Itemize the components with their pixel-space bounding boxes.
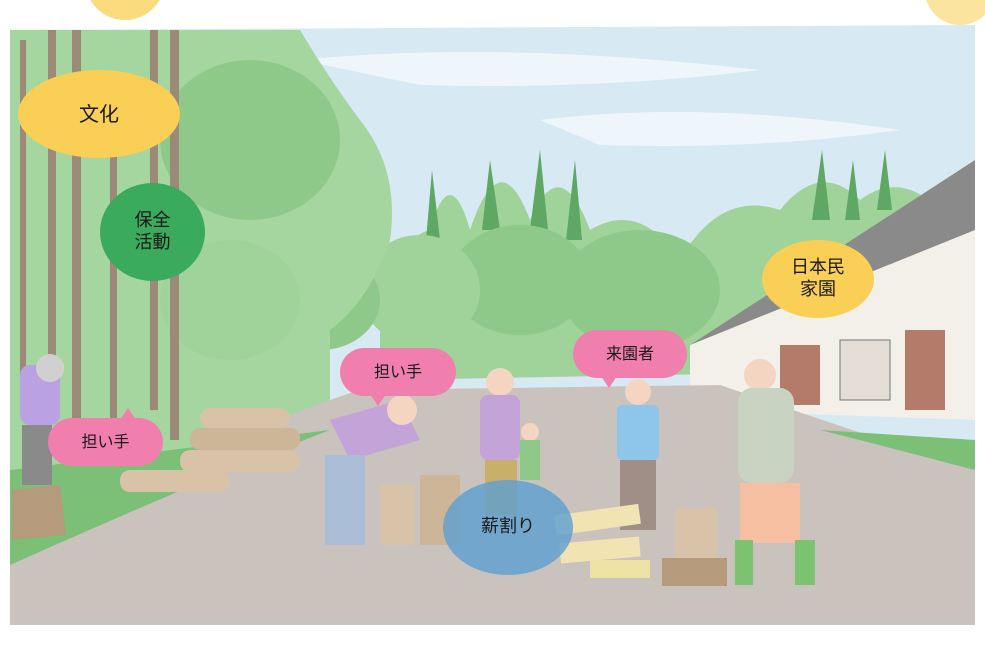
chopping-block: [380, 485, 415, 545]
person-visitor: [625, 379, 651, 405]
label-wood-splitting: 薪割り: [443, 480, 573, 575]
person-bearer: [387, 395, 417, 425]
log: [190, 428, 300, 450]
person-worker: [36, 354, 64, 382]
speech-tail: [120, 408, 136, 420]
cypress-tree: [566, 160, 582, 240]
tree-trunk: [20, 40, 26, 400]
tree-trunk: [48, 30, 56, 420]
split-wood: [559, 536, 641, 564]
person-visitor: [617, 405, 659, 460]
sun: [90, 0, 160, 20]
person-center: [486, 368, 514, 396]
person-right: [744, 359, 776, 391]
tree-canopy: [160, 240, 300, 360]
cloud-streak: [300, 52, 760, 86]
split-wood: [590, 560, 650, 578]
split-wood: [553, 503, 641, 536]
sun: [926, 0, 985, 25]
label-bearer-center: 担い手: [340, 348, 456, 406]
speech-tail: [601, 376, 617, 388]
label-minka-park: 日本民 家園: [762, 240, 874, 318]
label-visitor: 来園者: [573, 330, 687, 388]
log: [120, 470, 230, 492]
cypress-tree: [812, 150, 830, 220]
person-worker: [22, 425, 52, 485]
chopping-block: [675, 508, 717, 563]
cypress-tree: [530, 150, 548, 230]
cloud-streak: [540, 112, 900, 146]
person-right: [795, 540, 815, 585]
tree-canopy: [560, 230, 720, 350]
label-culture: 文化: [18, 70, 180, 158]
tree-stump: [12, 485, 66, 540]
cypress-tree: [482, 160, 500, 230]
tree-trunk: [110, 120, 117, 420]
label-bearer-left-text: 担い手: [81, 432, 130, 451]
label-bearer-center-text: 担い手: [373, 362, 422, 381]
log: [180, 450, 300, 472]
building-window: [839, 339, 891, 401]
person-right: [740, 483, 800, 543]
tree-canopy: [450, 225, 590, 335]
cypress-tree: [845, 160, 860, 220]
tree-trunk: [72, 30, 81, 420]
person-center: [480, 395, 520, 460]
person-child: [521, 423, 539, 441]
label-conservation-activity: 保全 活動: [100, 183, 205, 281]
person-bearer: [325, 455, 365, 545]
log: [200, 408, 290, 428]
label-visitor-text: 来園者: [605, 344, 654, 363]
person-child: [520, 440, 540, 480]
person-right: [738, 388, 794, 483]
label-culture-text: 文化: [79, 101, 119, 126]
speech-tail: [370, 394, 386, 406]
cypress-tree: [426, 170, 440, 240]
label-wood-splitting-text: 薪割り: [481, 516, 535, 538]
cypress-tree: [877, 150, 892, 210]
grass: [820, 430, 975, 470]
label-conservation-text: 保全 活動: [134, 209, 171, 254]
person-right: [735, 540, 753, 585]
label-bearer-left: 担い手: [48, 408, 163, 466]
label-minka-park-text: 日本民 家園: [791, 256, 845, 301]
tree-canopy: [360, 235, 480, 345]
chopping-block: [662, 558, 727, 586]
tree-canopy: [160, 60, 340, 220]
building-door: [905, 330, 945, 410]
